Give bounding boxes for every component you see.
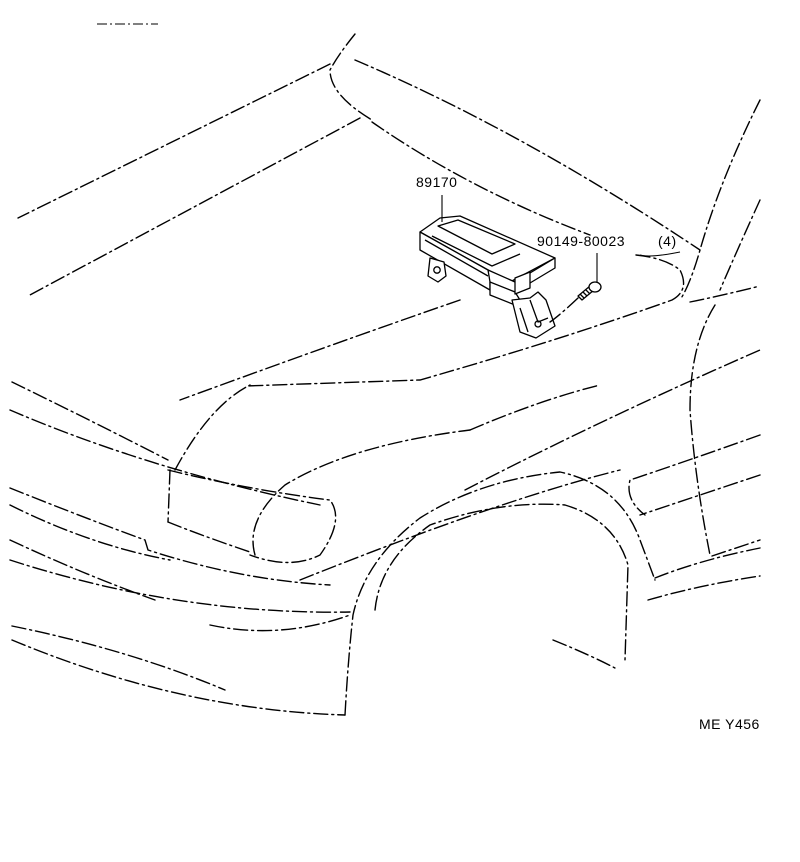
leader-line-90149-tail [639,251,681,257]
callout-89170: 89170 [416,174,458,190]
bolt-90149-80023 [549,281,602,323]
control-module-89170 [419,215,556,339]
diagram-code: ME Y456 [699,716,760,732]
vehicle-body-outline [9,33,761,716]
callout-bolt-quantity: (4) [658,233,677,249]
callout-90149-80023: 90149-80023 [537,233,626,249]
